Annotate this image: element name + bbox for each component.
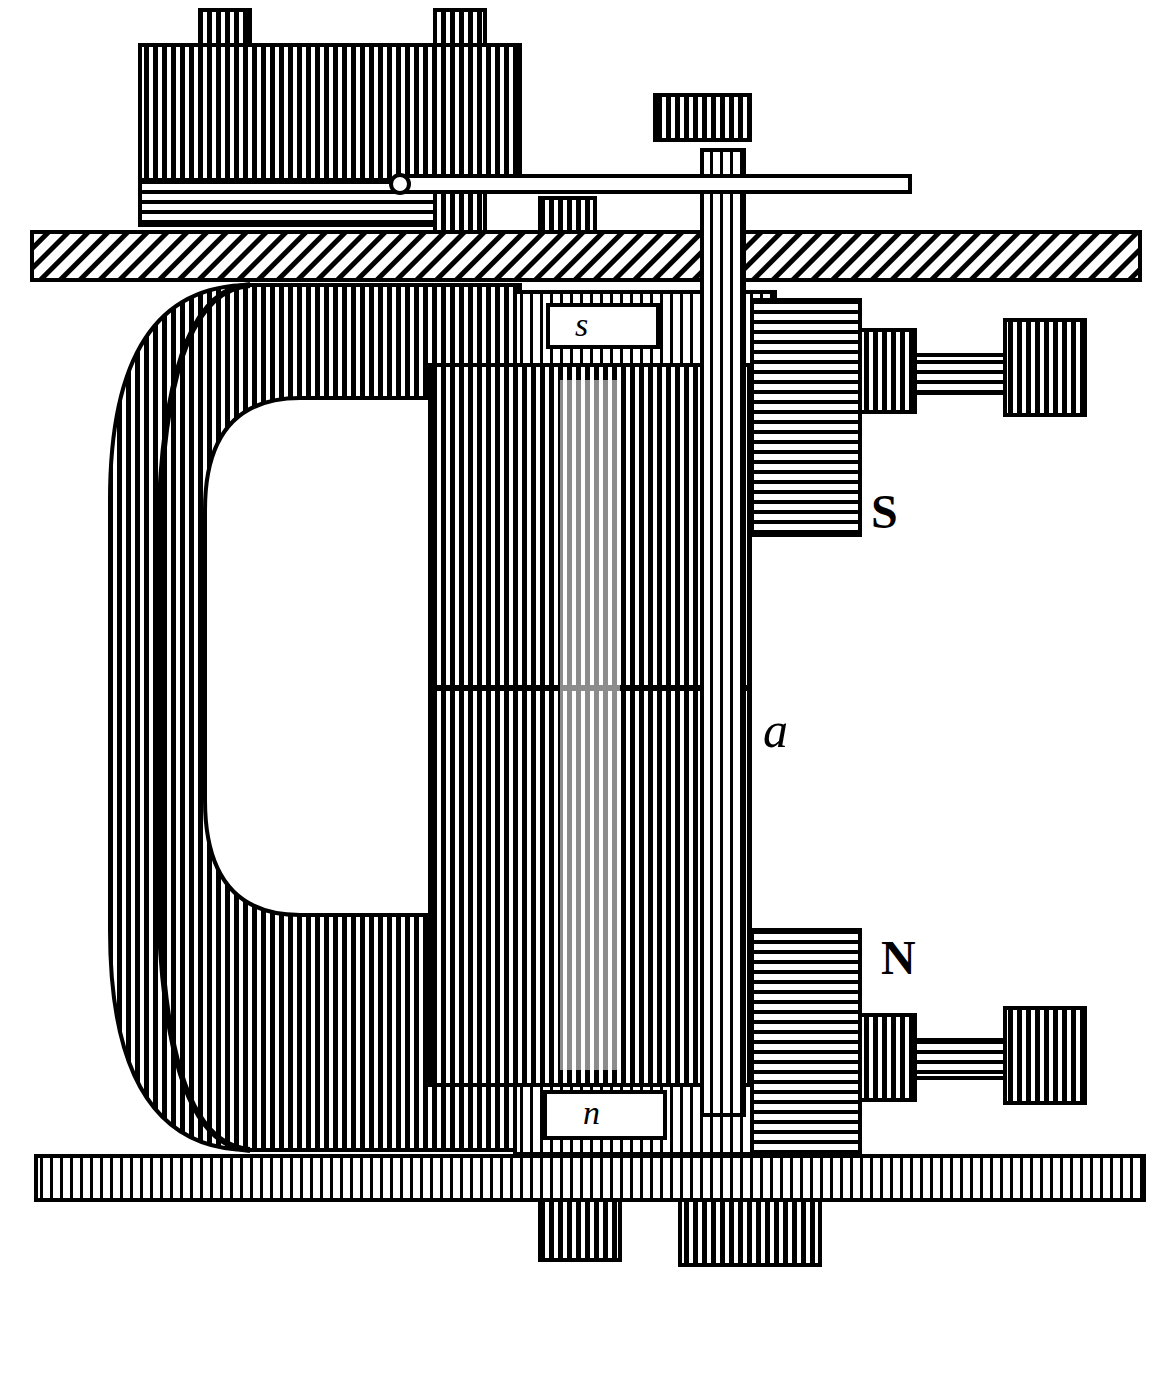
part-label: n: [580, 1096, 603, 1130]
lever: [400, 176, 910, 192]
screw-body: [860, 330, 915, 412]
screw-head: [1005, 320, 1085, 415]
bottom-plate: [36, 1156, 1144, 1200]
rod: [702, 150, 744, 1115]
lower-block-window: [545, 1092, 665, 1138]
screw-shaft: [915, 355, 1005, 393]
part-label: s: [572, 308, 591, 342]
post: [540, 198, 595, 232]
part-label: a: [760, 705, 791, 755]
top-nut: [655, 95, 750, 140]
foot: [540, 1200, 620, 1260]
part-label: N: [878, 934, 919, 982]
upper-block-window: [548, 305, 658, 347]
screw-head: [1005, 1008, 1085, 1103]
screw-body: [860, 1015, 915, 1100]
coil-highlight: [560, 380, 620, 1070]
top-block: [140, 45, 520, 180]
part-label: S: [868, 488, 901, 536]
pivot: [391, 175, 409, 193]
north-pole-piece: [752, 930, 860, 1156]
south-pole-piece: [752, 300, 860, 535]
post: [435, 10, 485, 45]
magnet-edge: [160, 285, 250, 1150]
foot: [680, 1200, 820, 1265]
top-plate: [32, 232, 1140, 280]
post: [200, 10, 250, 45]
screw-shaft: [915, 1040, 1005, 1078]
